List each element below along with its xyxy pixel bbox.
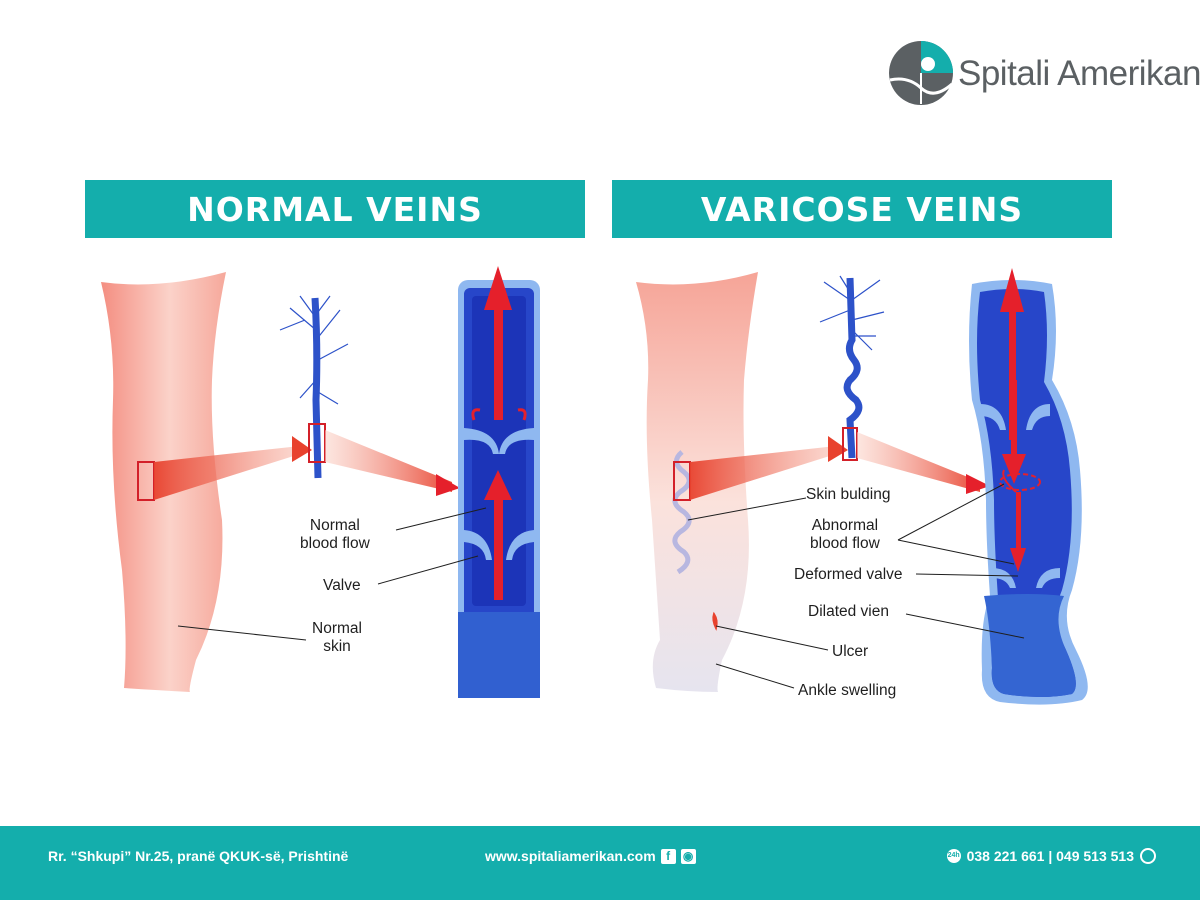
label-skin-bulding: Skin bulding (806, 486, 891, 503)
brand-logo: Spitali Amerikan (888, 40, 1200, 106)
varicose-skin-vein (672, 450, 692, 575)
panel-title-normal: NORMAL VEINS (85, 180, 585, 238)
varicose-vein-tree (819, 275, 885, 459)
varicose-vein-section (969, 280, 1088, 705)
normal-vein-tree (279, 295, 349, 479)
abnormal-flow-arrows (999, 268, 1041, 572)
varicose-beam-2 (857, 432, 980, 492)
panel-title-varicose: VARICOSE VEINS (612, 180, 1112, 238)
varicose-beam-1 (690, 446, 836, 500)
label-abnormal-blood-flow: Abnormal blood flow (810, 517, 880, 552)
label-normal-skin: Normal skin (312, 620, 362, 655)
footer-website[interactable]: www.spitaliamerikan.com (485, 848, 656, 864)
footer-phone-group: 24h 038 221 661 | 049 513 513 (946, 848, 1156, 864)
normal-leader-lines (177, 507, 487, 641)
logo-mark-icon (889, 41, 953, 105)
normal-beam-2 (325, 430, 452, 492)
ulcer-mark (712, 611, 718, 631)
label-deformed-valve: Deformed valve (794, 566, 903, 583)
facebook-icon[interactable]: f (660, 848, 676, 864)
normal-flow-arrows (484, 266, 512, 600)
brand-name: Spitali Amerikan (958, 54, 1200, 93)
footer-bar: Rr. “Shkupi” Nr.25, pranë QKUK-së, Prish… (0, 826, 1200, 900)
normal-beam-1 (154, 446, 300, 500)
instagram-icon[interactable]: ◉ (680, 848, 696, 864)
varicose-leader-lines (687, 483, 1025, 689)
label-normal-blood-flow: Normal blood flow (300, 517, 370, 552)
label-dilated-vien: Dilated vien (808, 603, 889, 620)
footer-website-group: www.spitaliamerikan.com f ◉ (485, 848, 696, 864)
footer-phone[interactable]: 038 221 661 | 049 513 513 (966, 848, 1134, 864)
label-valve: Valve (323, 577, 361, 594)
footer-address: Rr. “Shkupi” Nr.25, pranë QKUK-së, Prish… (48, 848, 349, 864)
label-ulcer: Ulcer (832, 643, 869, 660)
viber-icon[interactable] (1140, 848, 1156, 864)
phone-icon: 24h (946, 849, 961, 863)
label-ankle-swelling: Ankle swelling (798, 682, 897, 699)
